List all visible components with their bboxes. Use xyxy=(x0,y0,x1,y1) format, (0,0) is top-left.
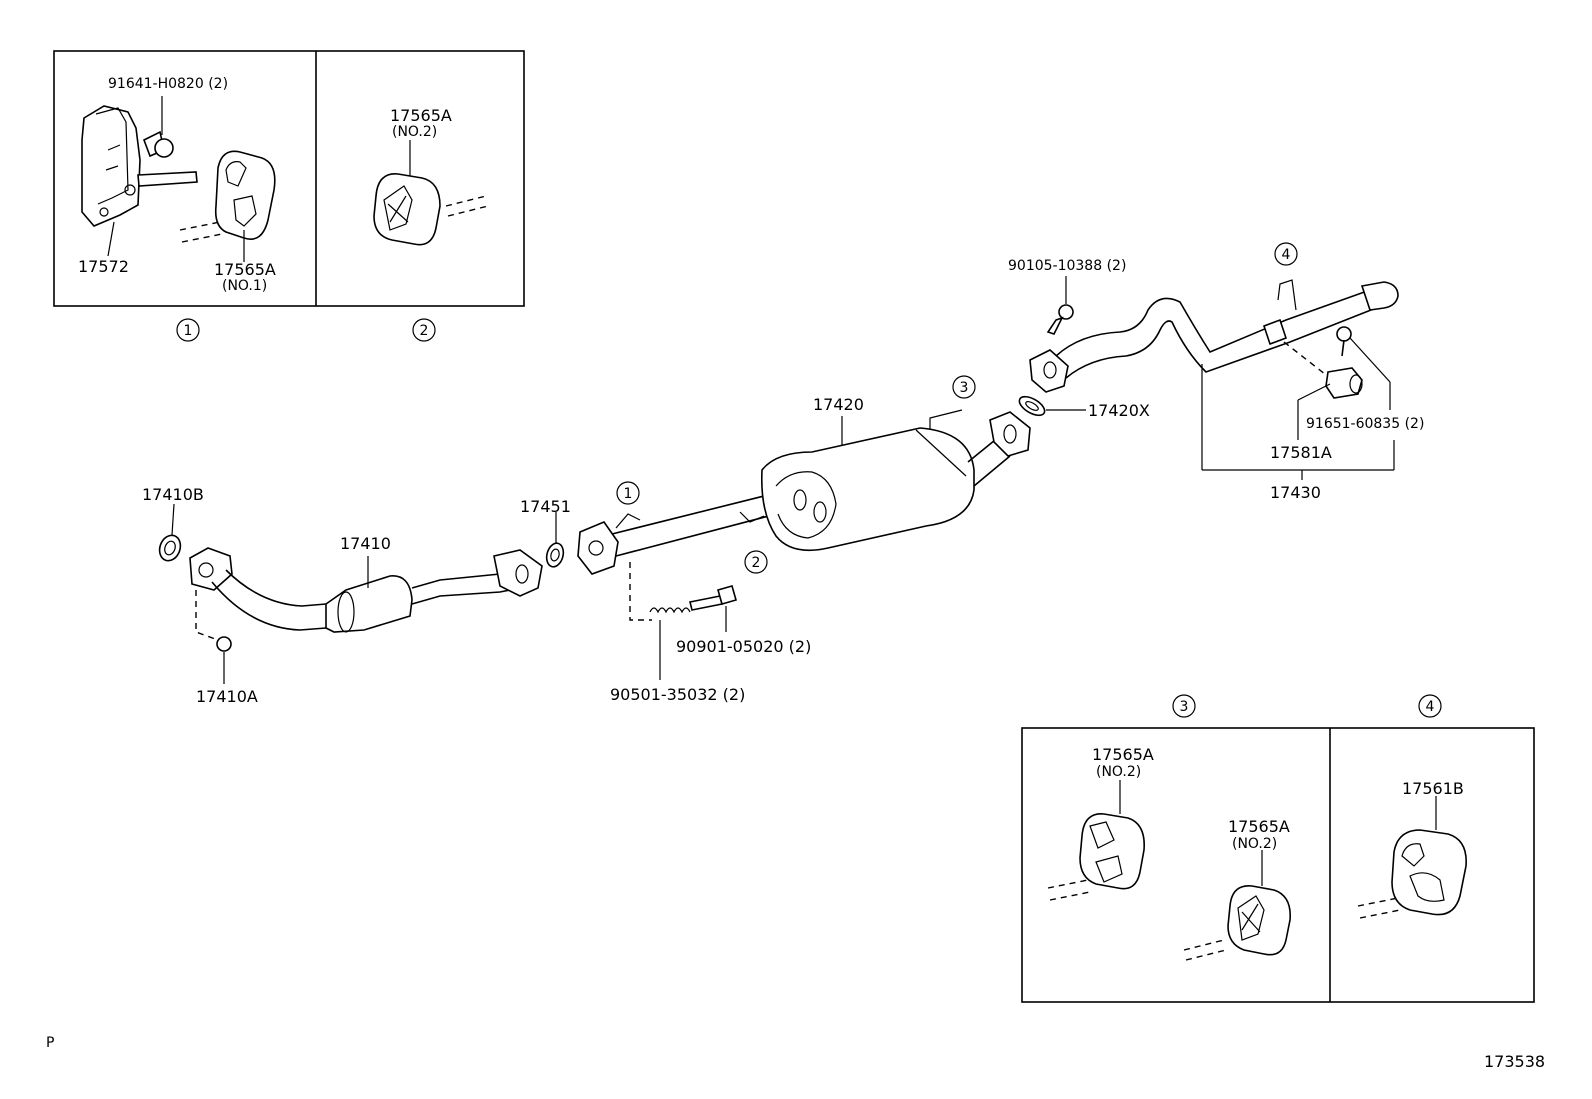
label-17410: 17410 xyxy=(340,534,391,553)
inset-4-circle: 4 xyxy=(1418,694,1442,718)
bolt-91641-drawing xyxy=(142,96,174,158)
label-no1: (NO.1) xyxy=(222,278,267,294)
callout-4: 4 xyxy=(1274,242,1298,266)
label-90901-05020: 90901-05020 (2) xyxy=(676,637,811,656)
hanger-17561b-drawing xyxy=(1357,796,1467,919)
label-17565a-no2-a: 17565A xyxy=(1092,745,1154,764)
label-17420: 17420 xyxy=(813,395,864,414)
label-91651-60835: 91651-60835 (2) xyxy=(1306,416,1424,432)
tail-pipe-17430-drawing xyxy=(1029,279,1399,480)
label-17565a-no1: 17565A xyxy=(214,260,276,279)
label-17410a: 17410A xyxy=(196,687,258,706)
footer-left-mark: P xyxy=(46,1035,54,1051)
svg-text:1: 1 xyxy=(184,323,193,339)
label-17430: 17430 xyxy=(1270,483,1321,502)
center-muffler-17420-drawing xyxy=(577,409,1031,575)
inset-1: 91641-H0820 (2) 17572 17565A (NO.1) xyxy=(78,76,276,294)
label-90501-35032: 90501-35032 (2) xyxy=(610,685,745,704)
diagram-number: 173538 xyxy=(1484,1052,1545,1071)
svg-text:3: 3 xyxy=(960,380,969,396)
nut-17410a-drawing xyxy=(195,590,232,684)
clamp-17581a-drawing xyxy=(1297,367,1363,440)
svg-text:2: 2 xyxy=(752,555,761,571)
svg-text:2: 2 xyxy=(420,323,429,339)
inset-3: 17565A (NO.2) 17565A (NO.2) xyxy=(1047,745,1291,961)
label-17420x: 17420X xyxy=(1088,401,1150,420)
bolt-91651-drawing xyxy=(1336,326,1391,410)
bolt-90105-drawing xyxy=(1046,276,1074,335)
label-17565a-no2-inset2: 17565A xyxy=(390,106,452,125)
label-17410b: 17410B xyxy=(142,485,204,504)
callout-1: 1 xyxy=(616,481,640,505)
inset-4: 17561B xyxy=(1357,779,1467,919)
svg-text:4: 4 xyxy=(1426,699,1435,715)
bracket-17572-drawing xyxy=(81,105,198,257)
inset-1-circle: 1 xyxy=(176,318,200,342)
hanger-no2-drawing xyxy=(373,140,489,246)
inset-box-3-4 xyxy=(1021,727,1535,1003)
label-no2-a: (NO.2) xyxy=(1096,764,1141,780)
hanger-no2-b-drawing xyxy=(1183,850,1291,961)
svg-text:1: 1 xyxy=(624,486,633,502)
front-pipe-17410-drawing xyxy=(189,547,543,633)
inset-3-circle: 3 xyxy=(1172,694,1196,718)
label-17451: 17451 xyxy=(520,497,571,516)
gasket-17420x-drawing xyxy=(1018,395,1086,417)
label-17561b: 17561B xyxy=(1402,779,1464,798)
label-17572: 17572 xyxy=(78,257,129,276)
label-17581a: 17581A xyxy=(1270,443,1332,462)
inset-2-circle: 2 xyxy=(412,318,436,342)
svg-text:4: 4 xyxy=(1282,247,1291,263)
spring-bolt-drawing xyxy=(629,562,737,680)
gasket-17410b-drawing xyxy=(158,503,182,562)
label-90105-10388: 90105-10388 (2) xyxy=(1008,258,1126,274)
label-no2-b: (NO.2) xyxy=(1232,836,1277,852)
gasket-17451-drawing xyxy=(545,512,565,568)
hanger-no2-a-drawing xyxy=(1047,780,1145,901)
label-no2-inset2: (NO.2) xyxy=(392,124,437,140)
label-17565a-no2-b: 17565A xyxy=(1228,817,1290,836)
callout-2: 2 xyxy=(744,550,768,574)
inset-box-1-2 xyxy=(53,50,525,307)
callout-3: 3 xyxy=(952,375,976,399)
label-91641-h0820: 91641-H0820 (2) xyxy=(108,76,228,92)
inset-2: 17565A (NO.2) xyxy=(373,106,489,246)
svg-text:3: 3 xyxy=(1180,699,1189,715)
hanger-no1-drawing xyxy=(179,150,276,262)
